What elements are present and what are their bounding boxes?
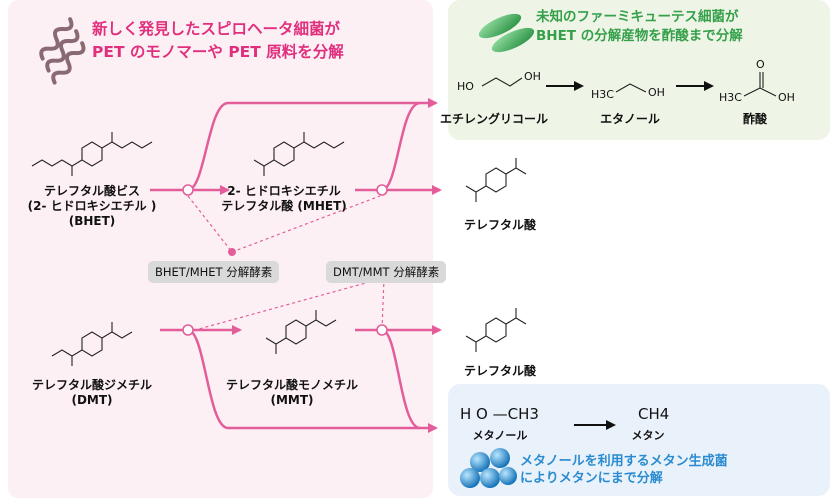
spirochete-panel [8,0,433,498]
firmicutes-title: 未知のファーミキューテス細菌が BHET の分解産物を酢酸まで分解 [536,8,743,46]
methane-formula: CH4 [638,405,670,423]
enzyme-links [187,195,385,333]
ethanol-label: エタノール [600,112,660,126]
mmt-label-line1: テレフタル酸モノメチル [225,378,359,392]
tpa-top-structure [465,158,527,202]
bhet-label-line2: (2- ヒドロキシエチル ) [27,199,157,213]
mhet-structure [253,132,345,176]
spirochete-title: 新しく発見したスピロヘータ細菌が PET のモノマーや PET 原料を分解 [92,18,344,64]
metabolism-arrows [546,81,714,430]
methane-label: メタン [631,429,665,442]
firmicutes-title-line1: 未知のファーミキューテス細菌が [536,9,739,25]
methanogen-title-line2: によりメタンにまで分解 [520,471,663,486]
flow-arrows [150,98,442,433]
tpa-top-label: テレフタル酸 [463,218,537,232]
methanogen-title: メタノールを利用するメタン生成菌 によりメタンにまで分解 [520,453,728,487]
methanol-ho: H O [460,405,488,423]
dmt-structure [51,322,133,366]
ethylene-glycol-oh: OH [524,70,541,83]
methanogen-icon [460,448,517,488]
dmt-label: テレフタル酸ジメチル (DMT) [32,378,152,408]
dmt-mmt-enzyme-badge: DMT/MMT 分解酵素 [326,261,447,283]
ethylene-glycol-label: エチレングリコール [439,112,549,126]
methanogen-title-line1: メタノールを利用するメタン生成菌 [520,454,728,469]
ethylene-glycol-ho: HO [457,80,474,93]
acetic-acid-structure [743,72,777,97]
bhet-structure [31,132,153,176]
bhet-label: テレフタル酸ビス (2- ヒドロキシエチル ) (BHET) [28,184,157,229]
chemical-structures [31,72,777,366]
spirochete-title-line2: PET のモノマーや PET 原料を分解 [92,43,344,61]
ethanol-h3c: H3C [591,88,614,101]
mmt-label-line2: (MMT) [270,393,314,407]
mmt-label: テレフタル酸モノメチル (MMT) [226,378,358,408]
mhet-label-line1: 2- ヒドロキシエチル [227,184,341,198]
acetic-acid-label: 酢酸 [742,112,768,126]
acetic-h3c: H3C [719,91,742,104]
branch-nodes [182,184,388,336]
mhet-label: 2- ヒドロキシエチル テレフタル酸 (MHET) [221,184,347,214]
acetic-o: O [756,58,765,71]
mhet-label-line2: テレフタル酸 (MHET) [221,199,347,213]
tpa-bottom-label: テレフタル酸 [463,364,537,378]
spirochete-icon [39,17,86,85]
ethylene-glycol-structure [481,77,523,87]
ethanol-oh: OH [648,86,665,99]
firmicutes-icon [478,13,535,53]
methanol-ch3: —CH3 [492,405,539,423]
mmt-structure [265,310,337,354]
bhet-label-line1: テレフタル酸ビス [43,184,140,198]
methanol-label: メタノール [472,429,528,442]
firmicutes-title-line2: BHET の分解産物を酢酸まで分解 [536,28,743,44]
tpa-bottom-structure [465,308,527,352]
spirochete-title-line1: 新しく発見したスピロヘータ細菌が [92,20,341,38]
ethanol-structure [615,83,647,93]
acetic-oh: OH [778,91,795,104]
bhet-label-line3: (BHET) [68,214,116,228]
dmt-label-line1: テレフタル酸ジメチル [31,378,153,392]
methanol-formula: H O —CH3 [460,405,539,423]
bhet-mhet-enzyme-badge: BHET/MHET 分解酵素 [148,261,280,283]
dmt-label-line2: (DMT) [71,393,113,407]
